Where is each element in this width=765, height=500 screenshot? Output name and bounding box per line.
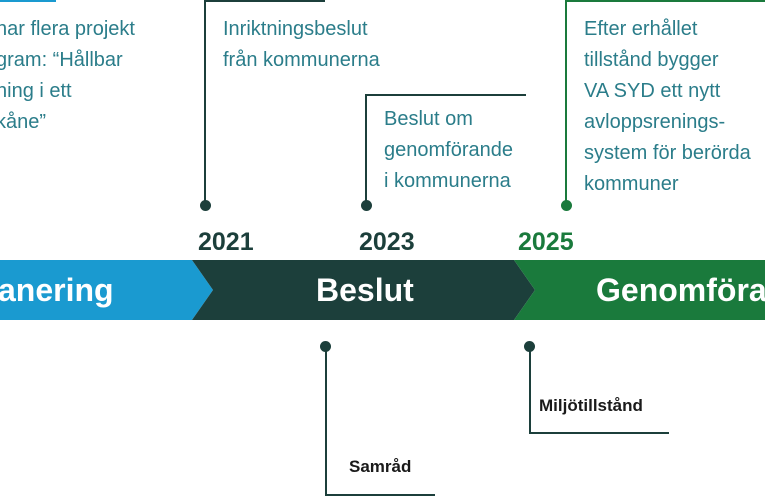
planning-note-line-2: gram: “Hållbar — [0, 49, 123, 71]
year-2023: 2023 — [359, 228, 415, 256]
milestone-miljotillstand: Miljötillstånd — [539, 396, 643, 415]
implement-note-line-1: Beslut om — [384, 108, 473, 130]
after-permit-line-1: Efter erhållet — [584, 18, 698, 40]
implement-note-topline — [366, 94, 526, 96]
after-permit-line-6: kommuner — [584, 173, 679, 195]
implement-dot — [361, 200, 372, 211]
after-permit-line-2: tillstånd bygger — [584, 49, 719, 71]
direction-note: Inriktningsbeslut från kommunerna — [223, 14, 380, 76]
phase-band — [0, 260, 765, 320]
implement-note-line-2: genomförande — [384, 139, 513, 161]
planning-note-line-4: kåne” — [0, 111, 47, 133]
implement-connector — [365, 94, 367, 206]
phase-decision-shape — [192, 260, 535, 320]
permit-note-topline — [566, 0, 765, 2]
after-permit-line-3: VA SYD ett nytt — [584, 80, 721, 102]
phase-planning-label: anering — [0, 272, 114, 308]
year-2025: 2025 — [518, 228, 574, 256]
year-2021: 2021 — [198, 228, 254, 256]
planning-note-line-3: ning i ett — [0, 80, 72, 102]
samrad-connector — [325, 346, 327, 496]
milestone-samrad: Samråd — [349, 457, 412, 476]
miljo-baseline — [529, 432, 669, 434]
permit-dot — [561, 200, 572, 211]
after-permit-line-4: avloppsrenings- — [584, 111, 726, 133]
direction-note-topline — [205, 0, 325, 2]
direction-connector — [204, 0, 206, 205]
after-permit-note: Efter erhållet tillstånd bygger VA SYD e… — [584, 14, 751, 200]
permit-connector — [565, 0, 567, 206]
samrad-baseline — [325, 494, 435, 496]
phase-decision-label: Beslut — [316, 272, 414, 308]
planning-note: nar flera projekt gram: “Hållbar ning i … — [0, 14, 135, 138]
direction-note-line-2: från kommunerna — [223, 49, 380, 71]
planning-note-line-1: nar flera projekt — [0, 18, 135, 40]
phase-implementation-label: Genomföra — [596, 272, 765, 308]
planning-note-line — [0, 0, 56, 2]
implement-note: Beslut om genomförande i kommunerna — [384, 104, 513, 197]
implement-note-line-3: i kommunerna — [384, 170, 511, 192]
direction-note-line-1: Inriktningsbeslut — [223, 18, 368, 40]
miljo-connector — [529, 346, 531, 434]
direction-dot — [200, 200, 211, 211]
phase-planning-shape — [0, 260, 213, 320]
phase-implementation-shape — [514, 260, 765, 320]
after-permit-line-5: system för berörda — [584, 142, 751, 164]
